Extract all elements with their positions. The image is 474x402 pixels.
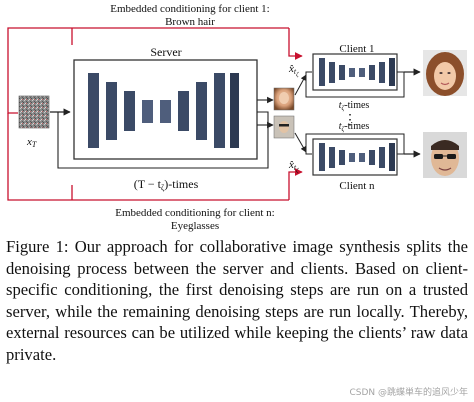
conditioning-branch-bottom	[288, 168, 303, 200]
noise-image	[18, 95, 50, 129]
clientn-unet-block	[319, 143, 325, 171]
server-unet-block	[196, 82, 207, 140]
conditioning-line-bottom	[7, 113, 289, 201]
bottom-conditioning-value: Eyeglasses	[171, 220, 219, 232]
conditioning-line-top	[7, 27, 289, 114]
input-label: xT	[26, 136, 37, 149]
framework-diagram: Embedded conditioning for client 1: Brow…	[7, 3, 467, 232]
clientn-unet-block	[349, 153, 355, 162]
client1-unet-block	[379, 62, 385, 83]
clientn-unet-block	[339, 150, 345, 165]
server-label: Server	[150, 45, 181, 59]
clientn-label: Client n	[339, 180, 375, 192]
conditioning-lines	[7, 27, 303, 201]
bottom-conditioning-label: Embedded conditioning for client n:	[115, 207, 274, 219]
figure-caption: Figure 1: Our approach for collaborative…	[6, 237, 468, 364]
client1-label: Client 1	[339, 43, 374, 55]
top-conditioning-label: Embedded conditioning for client 1:	[110, 3, 269, 15]
client1-unet-block	[389, 58, 395, 86]
server-unet-block	[124, 91, 135, 131]
clientn-unet-block	[369, 150, 375, 165]
conditioning-branch-top	[288, 28, 303, 60]
server-face-thumbnail	[273, 115, 295, 139]
server-face-thumbnail	[273, 87, 295, 111]
server-unet	[88, 73, 239, 148]
client1-loop	[305, 71, 405, 98]
server-unet-block	[178, 91, 189, 131]
xhat-label-bottom: x̂tζ	[288, 159, 299, 174]
server-unet-block	[230, 73, 239, 148]
client1-unet-block	[329, 62, 335, 83]
client-face-output	[423, 132, 467, 178]
clientn-unet-block	[329, 147, 335, 168]
client1-unet-block	[349, 68, 355, 77]
clientn-loop-label: tζ-times	[339, 121, 370, 133]
clientn-unet-block	[359, 153, 365, 162]
client1-unet	[319, 58, 395, 86]
client1-unet-block	[369, 65, 375, 80]
client-face-output	[423, 50, 467, 96]
server-unet-block	[142, 100, 153, 123]
server-unet-block	[88, 73, 99, 148]
top-conditioning-value: Brown hair	[165, 16, 215, 28]
client1-unet-block	[339, 65, 345, 80]
client1-loop-label: tζ-times	[339, 100, 370, 112]
server-unet-block	[160, 100, 171, 123]
client1-unet-block	[319, 58, 325, 86]
xhat-label-top: x̂tζ	[288, 63, 299, 78]
split-arrows	[257, 96, 274, 129]
clientn-loop	[305, 133, 405, 155]
server-loop-label: (T − tζ)-times	[134, 177, 199, 192]
clientn-unet	[319, 143, 395, 171]
watermark: CSDN @跳蝶単车的追风少年	[349, 388, 468, 398]
clientn-unet-block	[389, 143, 395, 171]
server-loop	[57, 111, 269, 169]
server-unet-block	[214, 73, 225, 148]
clientn-unet-block	[379, 147, 385, 168]
thumb-to-client-arrows	[294, 74, 307, 153]
client1-unet-block	[359, 68, 365, 77]
clients-ellipsis: ⋮	[343, 113, 357, 128]
server-unet-block	[106, 82, 117, 140]
